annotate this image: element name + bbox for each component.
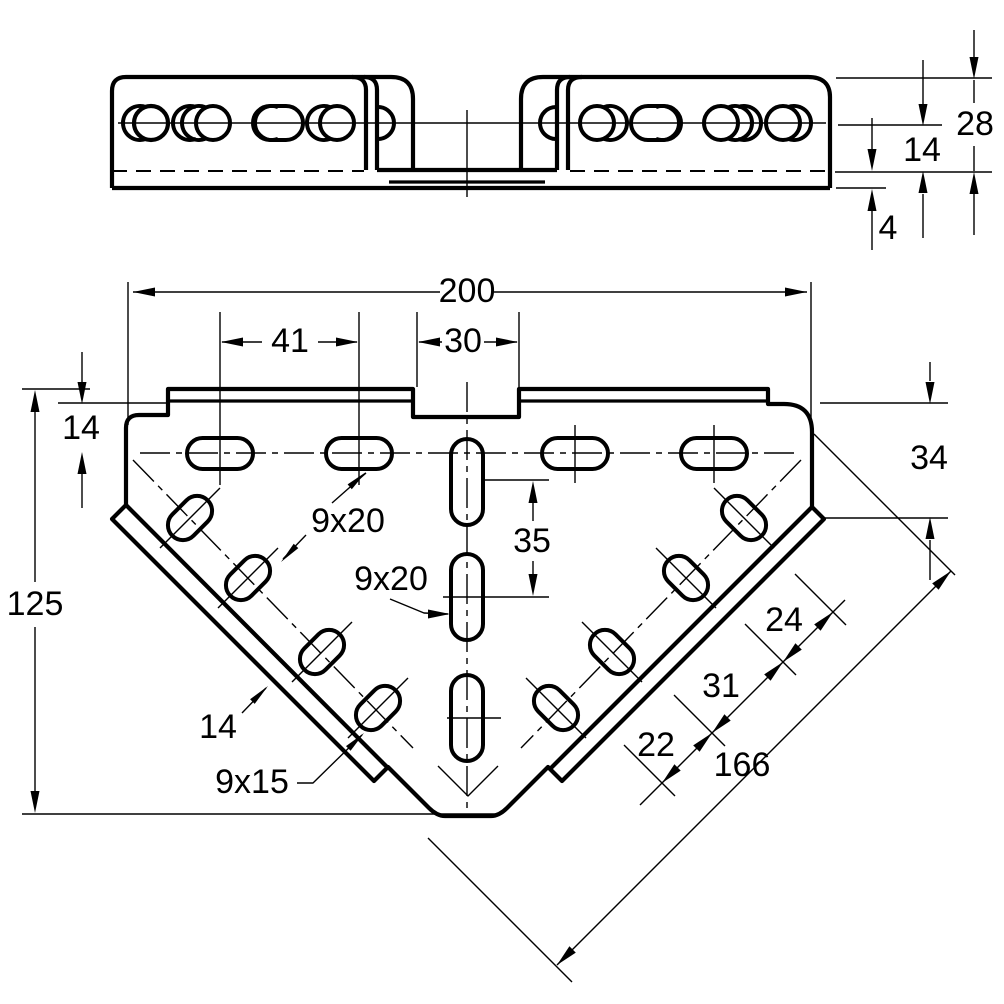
label-9x15-value: 9x15 (215, 763, 289, 801)
dim-166: 166 (427, 433, 956, 983)
dim-24-value: 24 (765, 601, 803, 639)
dim-14-front-value: 14 (903, 131, 941, 169)
label-14-flange: 14 (199, 686, 268, 746)
plan-view: 200 41 30 (7, 272, 956, 983)
plan-dimensions: 200 41 30 (7, 272, 956, 983)
dim-200: 200 (127, 272, 812, 428)
dim-125-value: 125 (7, 585, 64, 623)
dim-34-value: 34 (910, 439, 948, 477)
plan-centerlines (132, 382, 802, 812)
label-9x20-top-value: 9x20 (311, 502, 385, 540)
dim-30: 30 (416, 312, 520, 387)
dim-28: 28 (956, 30, 994, 235)
label-9x20-top: 9x20 (281, 472, 385, 562)
fold-line-right (547, 505, 814, 772)
dim-30-value: 30 (444, 322, 482, 360)
label-9x20-mid-value: 9x20 (354, 560, 428, 598)
label-9x20-mid: 9x20 (354, 560, 450, 619)
dim-166-value: 166 (714, 746, 771, 784)
dim-41: 41 (219, 312, 360, 485)
dim-31-value: 31 (702, 667, 740, 705)
dim-35: 35 (443, 479, 551, 598)
dim-28-value: 28 (956, 105, 994, 143)
front-dimensions: 4 14 28 (835, 30, 994, 250)
dim-35-value: 35 (513, 522, 551, 560)
dim-chain-22-31-24: 22 31 24 (623, 573, 847, 806)
dim-41-value: 41 (271, 322, 309, 360)
dim-22-value: 22 (637, 726, 675, 764)
label-9x15: 9x15 (215, 733, 364, 801)
front-centerlines (118, 110, 826, 197)
dim-4: 4 (867, 118, 898, 250)
dim-4-value: 4 (879, 209, 898, 247)
front-part-outline (109, 74, 833, 191)
dim-200-value: 200 (439, 272, 496, 310)
dim-14-left: 14 (22, 352, 168, 508)
dim-34: 34 (820, 362, 948, 580)
label-14-flange-value: 14 (199, 708, 237, 746)
vertex-mark (437, 765, 499, 797)
dim-14-front: 14 (903, 60, 941, 238)
dim-125: 125 (7, 390, 500, 815)
dim-14-left-value: 14 (62, 409, 100, 447)
fold-line-left (124, 503, 390, 770)
front-view: 4 14 28 (109, 30, 994, 250)
